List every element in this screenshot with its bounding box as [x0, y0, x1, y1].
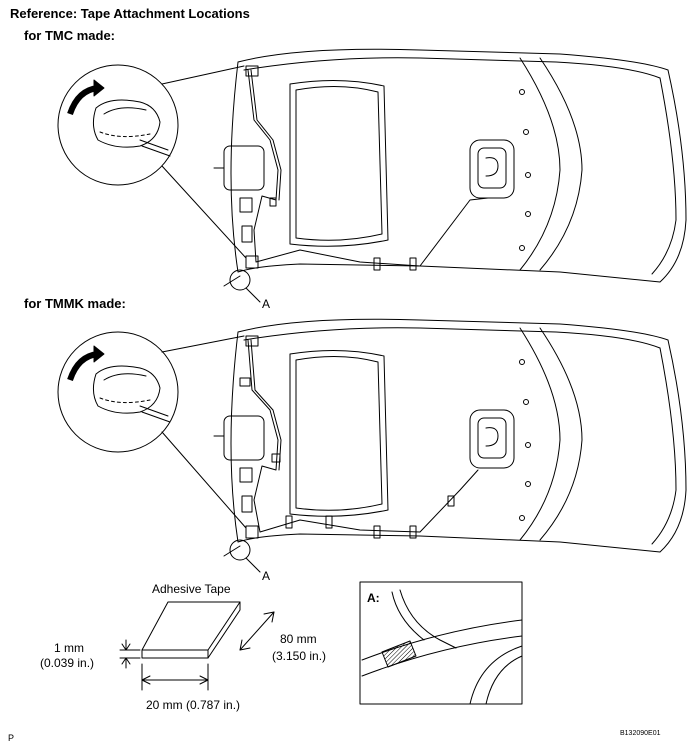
tape-thickness-in: (0.039 in.) — [40, 656, 95, 670]
detail-a-view — [359, 581, 523, 705]
tape-width: 20 mm (0.787 in.) — [146, 698, 241, 712]
tape-title: Adhesive Tape — [152, 582, 231, 596]
callout-label-a-tmmk: A — [262, 569, 271, 583]
callout-label-a-tmc: A — [262, 297, 271, 311]
section-title-tmmk: for TMMK made: — [24, 296, 126, 311]
adhesive-tape-drawing — [119, 601, 275, 691]
section-title-tmc: for TMC made: — [24, 28, 115, 43]
page-title: Reference: Tape Attachment Locations — [10, 6, 250, 21]
page-marker: P — [8, 733, 15, 743]
tape-thickness-mm: 1 mm — [54, 641, 84, 655]
detail-a-label: A: — [367, 591, 380, 605]
headliner-tmmk — [57, 318, 687, 573]
tape-length-mm: 80 mm — [280, 632, 317, 646]
figure-code: B132090E01 — [620, 730, 661, 737]
tape-length-in: (3.150 in.) — [272, 649, 327, 663]
headliner-tmc — [57, 48, 687, 303]
